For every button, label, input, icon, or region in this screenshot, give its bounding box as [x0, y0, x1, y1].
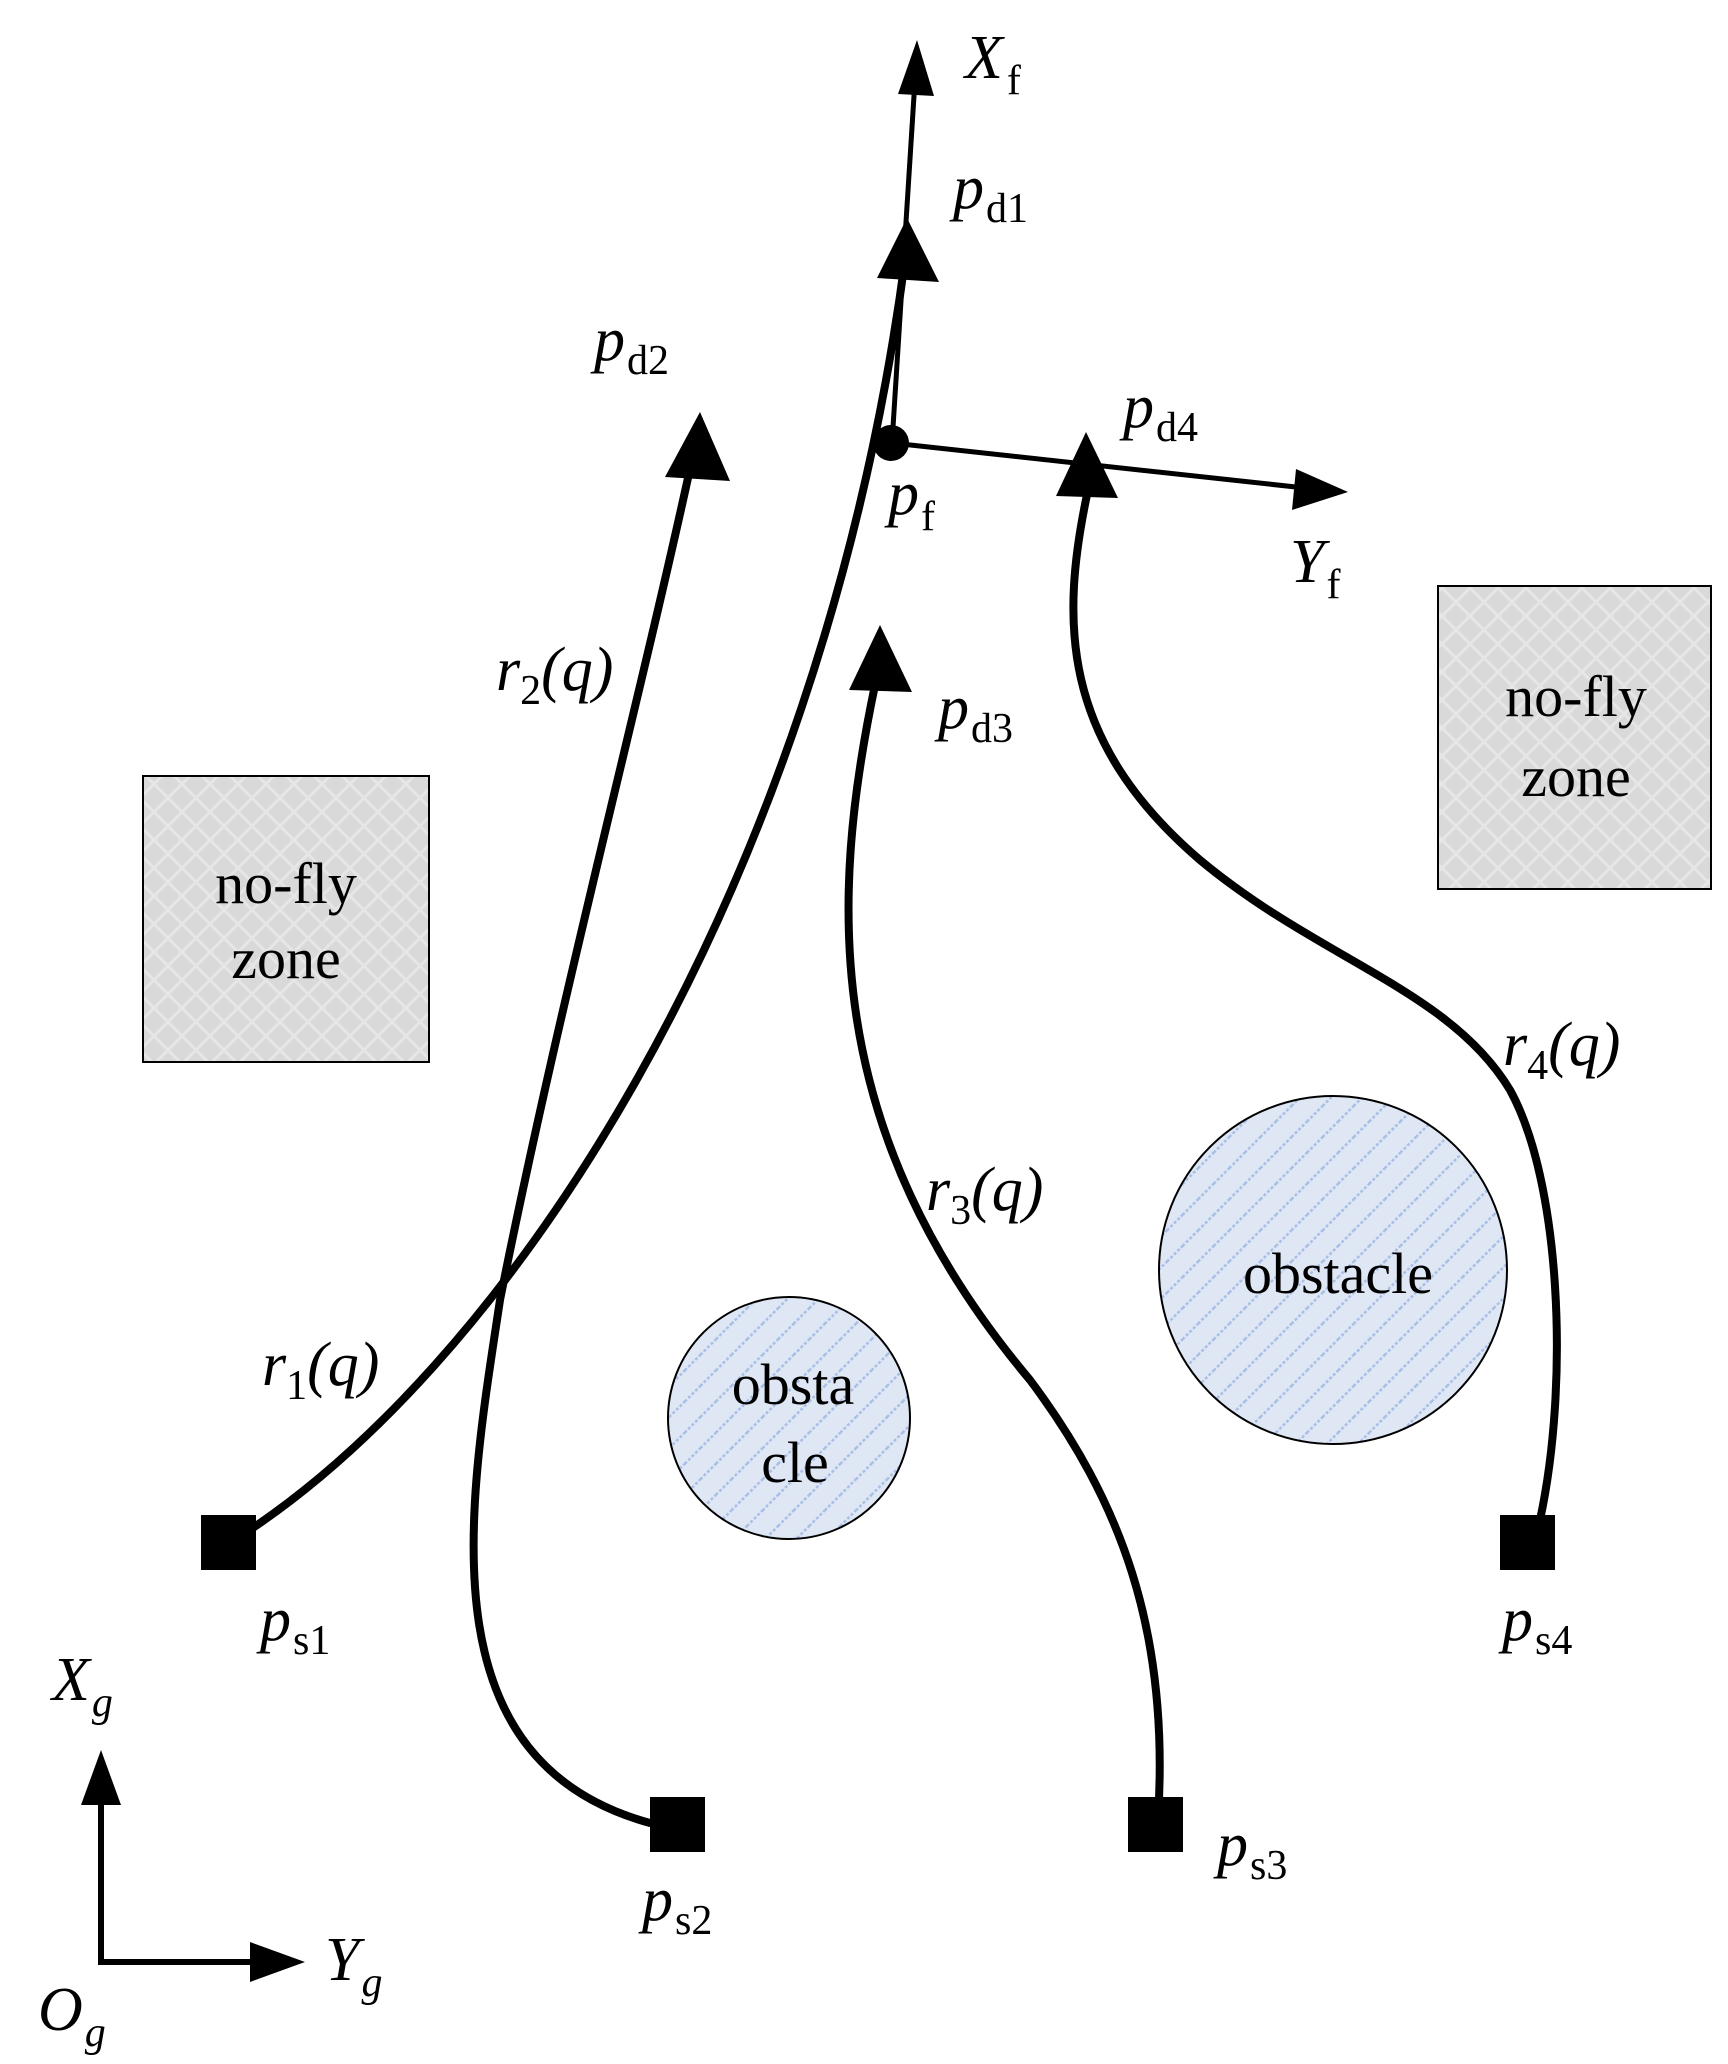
frame-y-axis-label: Yf — [1290, 528, 1340, 608]
frame-x-axis-arrow — [898, 40, 934, 96]
path-label-r3: r3(q) — [926, 1156, 1043, 1234]
path-r3-curve — [844, 681, 1164, 1822]
obstacle-large: obstacle — [1158, 1095, 1508, 1445]
start-label-s4: ps4 — [1498, 1586, 1572, 1664]
obstacle-small-line2: cle — [761, 1430, 829, 1495]
destination-label-d4: pd4 — [1119, 373, 1198, 451]
start-square-s4 — [1500, 1515, 1555, 1570]
no-fly-zone-right-line2: zone — [1521, 744, 1631, 809]
obstacle-small: obsta cle — [667, 1296, 911, 1540]
no-fly-zone-right-line1: no-fly — [1505, 664, 1647, 729]
global-x-axis-label: Xg — [49, 1646, 113, 1726]
global-y-axis-label: Yg — [325, 1926, 382, 2006]
frame-x-axis-label: Xf — [962, 24, 1021, 104]
global-x-axis-arrow — [81, 1750, 121, 1805]
formation-center-label: pf — [884, 460, 935, 540]
formation-frame — [889, 79, 1306, 491]
arrowhead-d3 — [849, 625, 912, 692]
global-axes — [98, 1790, 265, 1965]
path-r2-curve — [469, 451, 697, 1827]
frame-x-axis-line — [889, 79, 918, 444]
no-fly-zone-left-line1: no-fly — [215, 851, 357, 916]
destination-label-d2: pd2 — [590, 306, 669, 384]
start-square-s1 — [201, 1515, 256, 1570]
frame-y-axis-arrow — [1292, 469, 1348, 510]
start-square-s3 — [1128, 1797, 1183, 1852]
global-origin-label: Og — [38, 1976, 106, 2056]
global-y-axis-arrow — [250, 1942, 305, 1982]
start-label-s1: ps1 — [256, 1586, 330, 1664]
start-square-s2 — [650, 1797, 705, 1852]
no-fly-zone-right: no-fly zone — [1437, 585, 1712, 890]
path-label-r4: r4(q) — [1503, 1011, 1620, 1089]
destination-label-d3: pd3 — [934, 674, 1013, 752]
formation-center-dot — [873, 425, 909, 461]
start-label-s3: ps3 — [1213, 1811, 1287, 1889]
arrowhead-d1 — [877, 218, 939, 282]
frame-y-axis-line — [891, 440, 1306, 491]
path-label-r2: r2(q) — [496, 636, 613, 714]
destination-label-d1: pd1 — [949, 154, 1028, 232]
no-fly-zone-left-line2: zone — [231, 926, 341, 991]
path-label-r1: r1(q) — [262, 1331, 379, 1409]
obstacle-large-line1: obstacle — [1243, 1241, 1433, 1306]
no-fly-zone-left: no-fly zone — [142, 775, 430, 1063]
path-r4-curve — [1069, 486, 1561, 1524]
path-r1-curve — [219, 256, 909, 1551]
start-label-s2: ps2 — [638, 1866, 712, 1944]
obstacle-small-line1: obsta — [732, 1352, 854, 1417]
arrowhead-d2 — [665, 412, 730, 481]
